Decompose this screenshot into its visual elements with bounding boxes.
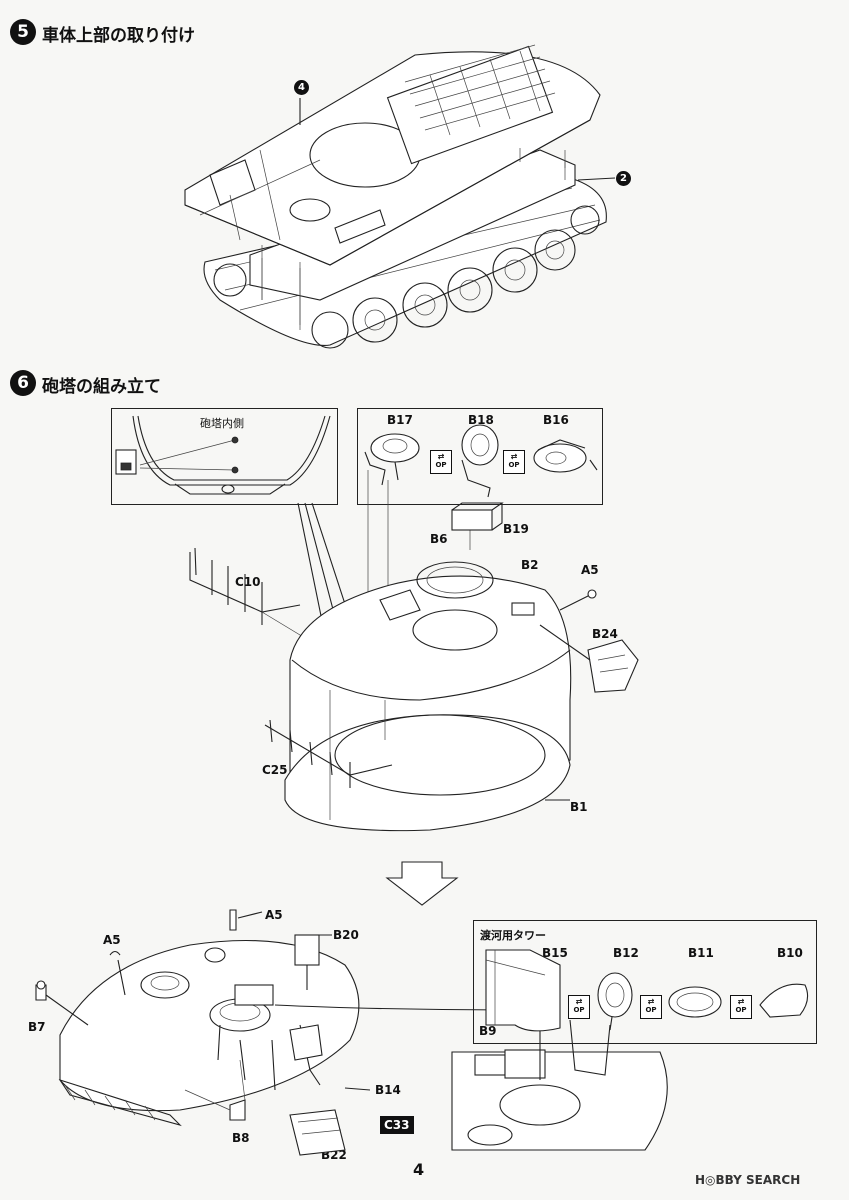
label-b14: B14: [375, 1083, 401, 1097]
inset-hatch-options: [357, 408, 603, 505]
step-6-title: 砲塔の組み立て: [42, 377, 161, 397]
label-b17: B17: [387, 413, 413, 427]
label-b19: B19: [503, 522, 529, 536]
step-5-number: 5: [10, 19, 36, 45]
label-c10: C10: [235, 575, 261, 589]
label-b20: B20: [333, 928, 359, 942]
tower-box-title: 渡河用タワー: [480, 929, 546, 942]
op-badge: ⇄OP: [640, 995, 662, 1019]
label-b6: B6: [430, 532, 448, 546]
label-a5-left: A5: [103, 933, 121, 947]
label-b24: B24: [592, 627, 618, 641]
callout-4: 4: [294, 80, 309, 95]
label-b1: B1: [570, 800, 588, 814]
label-c25: C25: [262, 763, 288, 777]
label-b15: B15: [542, 946, 568, 960]
watermark: H◎BBY SEARCH: [695, 1173, 801, 1187]
label-b11: B11: [688, 946, 714, 960]
label-b7: B7: [28, 1020, 46, 1034]
op-badge: ⇄OP: [503, 450, 525, 474]
step-6-number: 6: [10, 370, 36, 396]
label-b12: B12: [613, 946, 639, 960]
step-5-title: 車体上部の取り付け: [42, 26, 195, 46]
label-b16: B16: [543, 413, 569, 427]
inset-interior-label: 砲塔内側: [200, 417, 244, 430]
label-b18: B18: [468, 413, 494, 427]
label-c33: C33: [380, 1116, 414, 1134]
op-badge: ⇄OP: [730, 995, 752, 1019]
callout-2: 2: [616, 171, 631, 186]
inset-river-crossing-tower: [473, 920, 817, 1044]
page-number: 4: [413, 1160, 425, 1179]
label-b8: B8: [232, 1131, 250, 1145]
inset-turret-interior: [111, 408, 338, 505]
label-b2: B2: [521, 558, 539, 572]
label-a5-upper: A5: [265, 908, 283, 922]
label-a5: A5: [581, 563, 599, 577]
op-badge: ⇄OP: [430, 450, 452, 474]
op-badge: ⇄OP: [568, 995, 590, 1019]
label-b10: B10: [777, 946, 803, 960]
label-b9: B9: [479, 1024, 497, 1038]
